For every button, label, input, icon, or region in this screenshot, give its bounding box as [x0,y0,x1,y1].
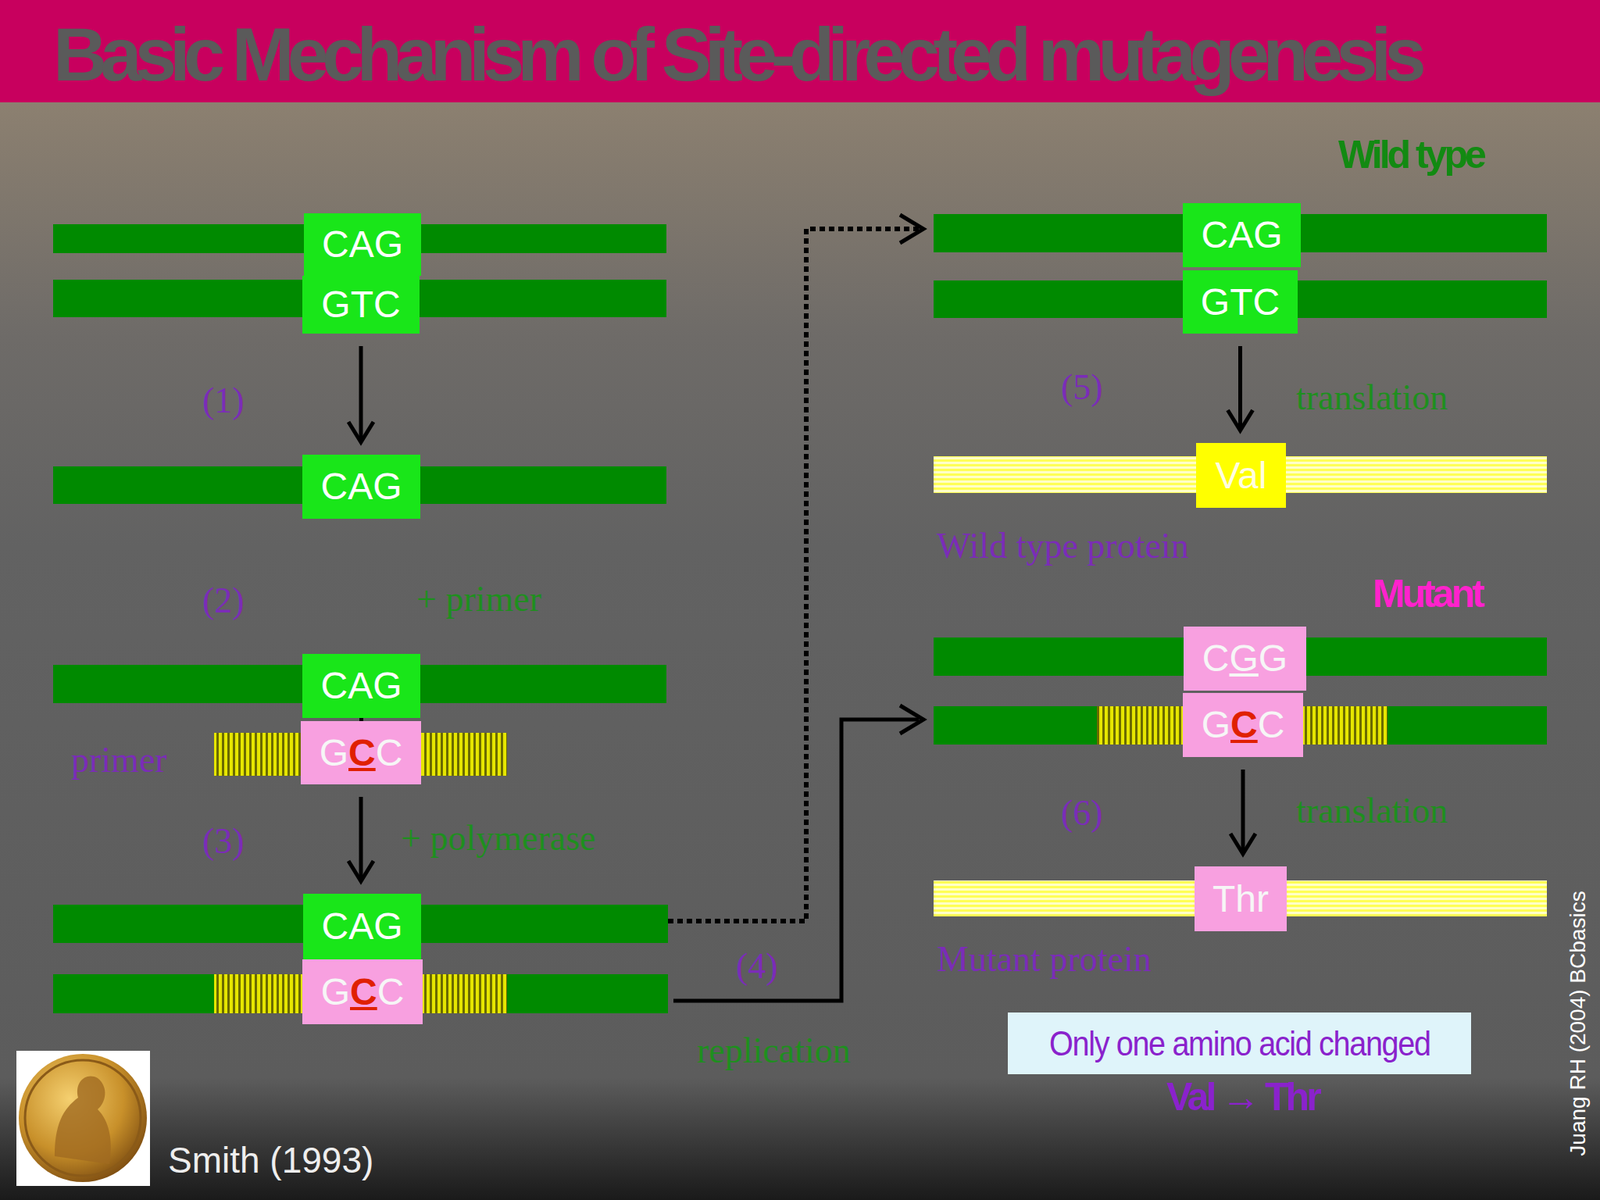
title-text: Basic Mechanism of Site-directed mutagen… [53,17,1420,93]
section-heading: Wild type [1338,135,1484,175]
step-label: replication [696,1032,851,1069]
step-number: (4) [735,948,779,985]
codon-text: GCC [321,973,405,1011]
step-arrow [348,346,374,443]
step-arrow [349,688,375,731]
codon-box: CAG [303,893,422,960]
codon-text: Thr [1212,880,1269,918]
step-arrow [1228,346,1254,431]
step-number: (6) [1060,795,1104,832]
codon-box: CAG [1182,203,1301,268]
codon-box: CGG [1183,626,1307,691]
step-number: (5) [1060,369,1104,406]
codon-text: CAG [321,225,404,264]
codon-box: Thr [1194,866,1287,932]
credit-label: Smith (1993) [167,1142,374,1179]
watermark: Juang RH (2004) BCbasics [1567,890,1590,1156]
note-box: Only one amino acid changed [1007,1012,1472,1075]
codon-text: CAG [321,907,403,946]
codon-text: CAG [320,667,402,705]
codon-box: GCC [1182,692,1304,758]
edge-label: translation [1296,379,1448,416]
codon-box: CAG [302,653,421,718]
codon-text: GTC [321,285,400,324]
part-label: primer [71,742,168,779]
codon-text: CAG [320,467,402,506]
edge-label: translation [1296,792,1448,829]
codon-box: CAG [302,454,421,519]
step-arrow [348,796,374,882]
codon-text: GCC [1201,706,1286,744]
codon-text: CAG [1200,216,1283,254]
part-label: Mutant protein [936,941,1152,978]
step-arrow [1230,769,1256,854]
summary-label: Val → Thr [1166,1077,1319,1117]
codon-box: GCC [300,721,422,785]
codon-text: GCC [319,734,404,772]
codon-box: GTC [1182,270,1298,334]
codon-text: Val [1215,457,1268,495]
step-number: (2) [202,582,245,619]
step-number: (3) [202,823,245,860]
codon-box: GCC [302,959,423,1025]
part-label: Wild type protein [936,528,1190,565]
section-heading: Mutant [1372,574,1483,614]
edge-label: + polymerase [400,820,596,857]
codon-text: GTC [1200,283,1280,322]
step-number: (1) [202,382,245,419]
codon-text: CGG [1202,639,1288,678]
codon-box: CAG [303,213,422,276]
note-text: Only one amino acid changed [1049,1026,1431,1061]
codon-box: Val [1196,442,1286,508]
codon-box: GTC [302,275,420,334]
edge-label: + primer [416,581,542,618]
